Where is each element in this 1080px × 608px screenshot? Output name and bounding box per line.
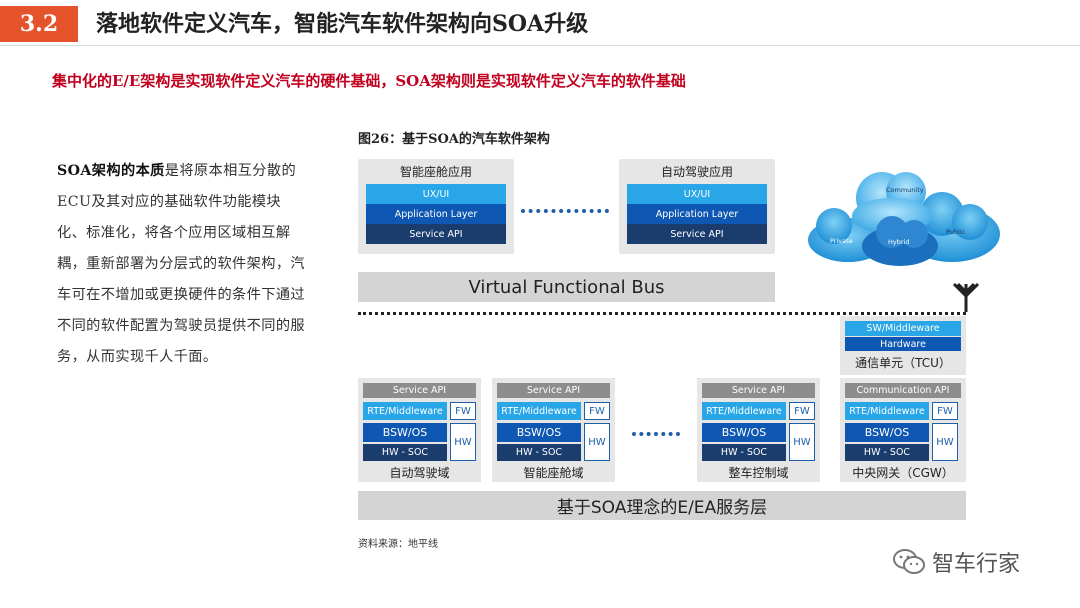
- tcu-box: SW/Middleware Hardware 通信单元（TCU）: [840, 316, 966, 375]
- service-api-bar: Service API: [363, 383, 476, 398]
- ux-ui-layer: UX/UI: [627, 184, 767, 204]
- watermark: 智车行家: [892, 546, 1020, 578]
- domain-autodrive: Service API RTE/Middleware BSW/OS HW - S…: [358, 378, 481, 482]
- domain-label: 自动驾驶域: [389, 466, 450, 480]
- hw-soc-bar: HW - SOC: [497, 444, 581, 461]
- hw-soc-bar: HW - SOC: [845, 444, 929, 461]
- cloud-label-hybrid: Hybrid: [888, 238, 909, 246]
- communication-api-bar: Communication API: [845, 383, 961, 398]
- virtual-functional-bus: Virtual Functional Bus: [358, 272, 775, 302]
- wechat-icon: [893, 549, 925, 574]
- bsw-os-bar: BSW/OS: [845, 423, 929, 442]
- section-number: 3.2: [0, 6, 78, 42]
- subtitle: 集中化的E/E架构是实现软件定义汽车的硬件基础，SOA架构则是实现软件定义汽车的…: [52, 72, 686, 90]
- domain-label: 整车控制域: [728, 466, 789, 480]
- service-api-bar: Service API: [702, 383, 815, 398]
- figure-source: 资料来源：地平线: [358, 539, 438, 550]
- page-title: 落地软件定义汽车，智能汽车软件架构向SOA升级: [96, 11, 589, 37]
- antenna-icon: [952, 282, 980, 312]
- fw-box: FW: [789, 402, 815, 420]
- app-panel-title: 智能座舱应用: [399, 165, 472, 179]
- cloud-label-private: Private: [830, 237, 853, 245]
- bsw-os-bar: BSW/OS: [702, 423, 786, 442]
- paragraph-lead: SOA架构的本质: [57, 163, 165, 179]
- domain-label: 中央网关（CGW）: [852, 466, 954, 480]
- hw-box: HW: [584, 423, 610, 461]
- service-api-bar: Service API: [497, 383, 610, 398]
- cloud-label-public: Public: [946, 228, 966, 236]
- hw-soc-bar: HW - SOC: [363, 444, 447, 461]
- cloud-label-community: Community: [886, 186, 924, 194]
- tcu-hardware: Hardware: [845, 337, 961, 351]
- fw-box: FW: [584, 402, 610, 420]
- bsw-os-bar: BSW/OS: [497, 423, 581, 442]
- domain-cockpit: Service API RTE/Middleware BSW/OS HW - S…: [492, 378, 615, 482]
- figure-caption: 图26：基于SOA的汽车软件架构: [358, 132, 550, 147]
- paragraph-body: 是将原本相互分散的ECU及其对应的基础软件功能模块化、标准化，将各个应用区域相互…: [57, 163, 305, 365]
- hw-soc-bar: HW - SOC: [702, 444, 786, 461]
- network-dashed-line: [358, 312, 966, 315]
- title-divider: [0, 45, 1080, 46]
- app-panel-title: 自动驾驶应用: [660, 165, 733, 179]
- rte-middleware-bar: RTE/Middleware: [702, 402, 786, 420]
- watermark-text: 智车行家: [932, 552, 1021, 577]
- domain-gateway: Communication API RTE/Middleware BSW/OS …: [840, 378, 966, 482]
- bsw-os-bar: BSW/OS: [363, 423, 447, 442]
- domain-vehicle-control: Service API RTE/Middleware BSW/OS HW - S…: [697, 378, 820, 482]
- domain-label: 智能座舱域: [523, 466, 584, 480]
- rte-middleware-bar: RTE/Middleware: [363, 402, 447, 420]
- tcu-label: 通信单元（TCU）: [855, 356, 951, 370]
- eea-service-layer: 基于SOA理念的E/EA服务层: [358, 491, 966, 520]
- app-panel-cockpit: 智能座舱应用 UX/UI Application Layer Service A…: [358, 159, 514, 254]
- rte-middleware-bar: RTE/Middleware: [497, 402, 581, 420]
- application-layer: Application Layer: [366, 204, 506, 224]
- hw-box: HW: [789, 423, 815, 461]
- body-paragraph: SOA架构的本质是将原本相互分散的ECU及其对应的基础软件功能模块化、标准化，将…: [57, 156, 307, 373]
- ux-ui-layer: UX/UI: [366, 184, 506, 204]
- dotted-connector: [632, 432, 680, 436]
- hw-box: HW: [932, 423, 958, 461]
- service-api-layer: Service API: [627, 224, 767, 244]
- tcu-sw-middleware: SW/Middleware: [845, 321, 961, 336]
- hw-box: HW: [450, 423, 476, 461]
- rte-middleware-bar: RTE/Middleware: [845, 402, 929, 420]
- app-panel-autodrive: 自动驾驶应用 UX/UI Application Layer Service A…: [619, 159, 775, 254]
- fw-box: FW: [450, 402, 476, 420]
- application-layer: Application Layer: [627, 204, 767, 224]
- service-api-layer: Service API: [366, 224, 506, 244]
- dotted-connector: [521, 209, 609, 213]
- cloud-icon: Community Private Hybrid Public: [808, 172, 1000, 266]
- fw-box: FW: [932, 402, 958, 420]
